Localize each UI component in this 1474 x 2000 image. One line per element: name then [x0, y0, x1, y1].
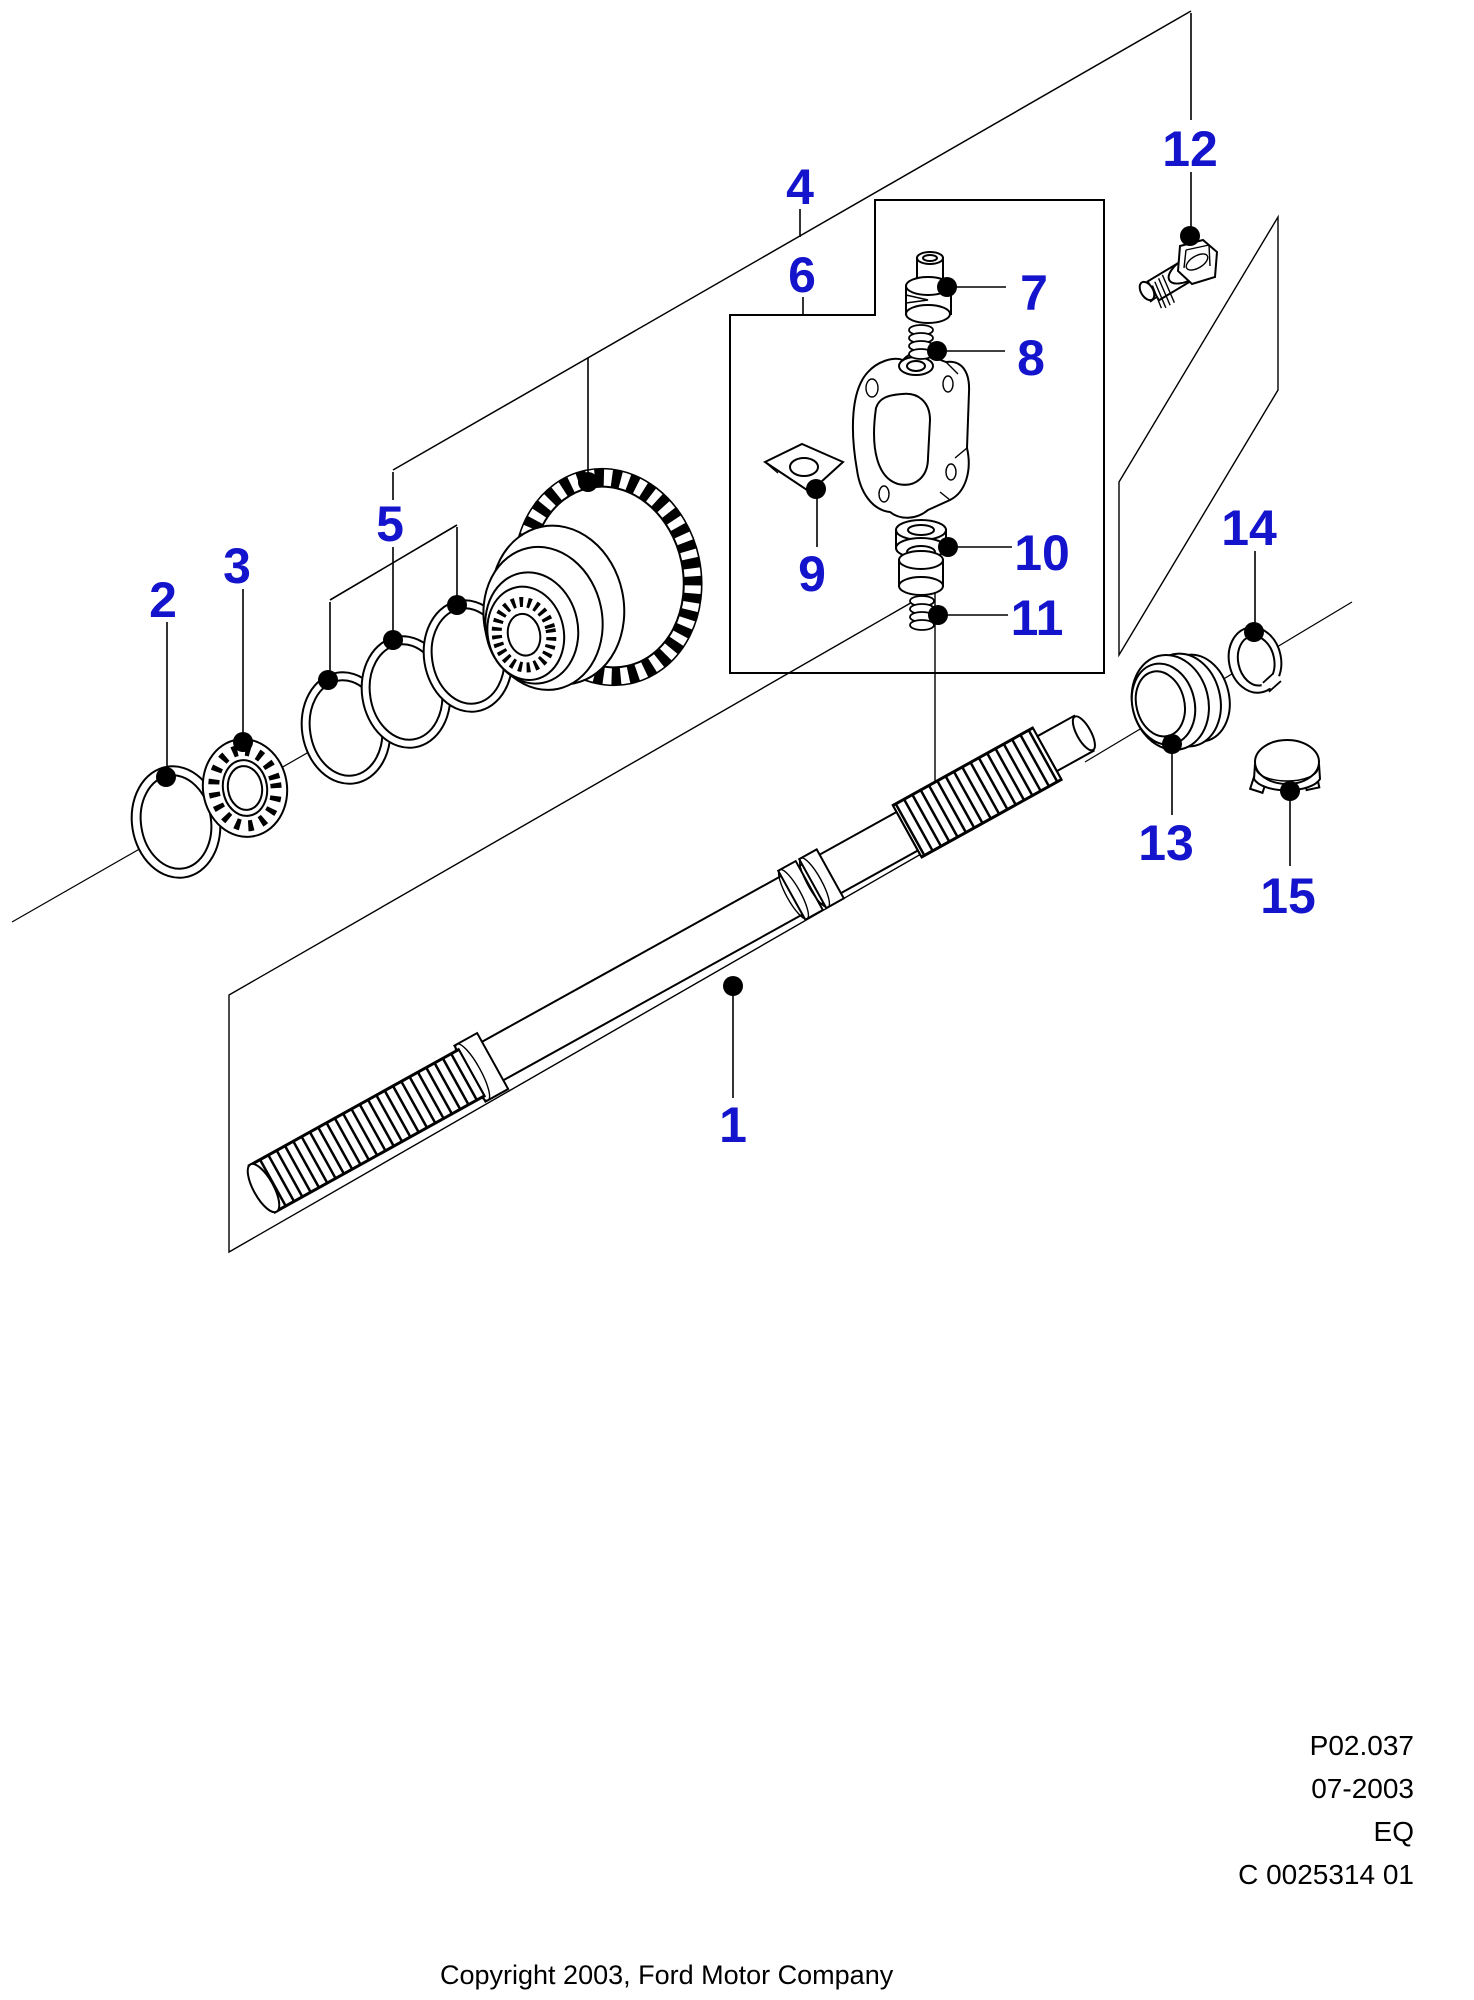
dot-5c — [447, 595, 467, 615]
dot-2 — [156, 767, 176, 787]
oring-2-drawing — [130, 765, 222, 879]
part-label-10: 10 — [1014, 525, 1070, 581]
doc-code-line: P02.037 — [1309, 1730, 1414, 1761]
dot-8 — [927, 341, 947, 361]
copyright-text: Copyright 2003, Ford Motor Company — [440, 1960, 894, 1990]
dot-15 — [1280, 781, 1300, 801]
dot-1 — [723, 976, 743, 996]
part-label-14: 14 — [1221, 500, 1277, 556]
leader-lines — [166, 13, 1291, 1098]
doc-eq-line: EQ — [1373, 1816, 1414, 1847]
inner-parts-box — [729, 199, 1105, 674]
bolt-plane — [1118, 214, 1279, 658]
part-label-1: 1 — [719, 1097, 747, 1153]
spring-8-drawing — [908, 324, 934, 360]
bearing-3-drawing — [201, 738, 289, 838]
dot-4 — [578, 472, 598, 492]
part-label-3: 3 — [223, 538, 251, 594]
cup-10-drawing — [895, 519, 947, 596]
part-drawings — [130, 238, 1322, 1215]
dot-5b — [383, 630, 403, 650]
bolt-12-drawing — [1138, 238, 1219, 309]
dot-9 — [806, 479, 826, 499]
dot-11 — [928, 605, 948, 625]
doc-date-line: 07-2003 — [1311, 1773, 1414, 1804]
cap-15-drawing — [1248, 739, 1322, 795]
part-label-9: 9 — [798, 546, 826, 602]
shaft-1-drawing — [246, 714, 1096, 1215]
part-label-13: 13 — [1138, 815, 1194, 871]
dot-13 — [1162, 734, 1182, 754]
leader-dots — [156, 226, 1300, 996]
part-label-11: 11 — [1011, 590, 1064, 646]
bracket-5 — [329, 524, 458, 672]
dot-10 — [938, 537, 958, 557]
document-code-block: P02.037 07-2003 EQ C 0025314 01 — [1014, 1724, 1414, 1896]
dot-12 — [1180, 226, 1200, 246]
part-label-8: 8 — [1017, 330, 1045, 386]
part-label-12: 12 — [1162, 121, 1218, 177]
part-label-15: 15 — [1260, 868, 1316, 924]
upper-plane-edge — [392, 10, 1192, 471]
dot-3 — [233, 732, 253, 752]
part-label-7: 7 — [1020, 265, 1048, 321]
dot-7 — [937, 277, 957, 297]
part-label-5: 5 — [376, 496, 404, 552]
part-label-4: 4 — [786, 159, 814, 215]
dot-5a — [318, 670, 338, 690]
doc-ref-line: C 0025314 01 — [1238, 1859, 1414, 1890]
part-label-6: 6 — [788, 247, 816, 303]
dot-14 — [1244, 622, 1264, 642]
gasket-9-drawing — [762, 442, 845, 494]
part-label-2: 2 — [149, 572, 177, 628]
housing-6-drawing — [851, 351, 971, 519]
bushing-13-drawing — [1130, 652, 1231, 751]
